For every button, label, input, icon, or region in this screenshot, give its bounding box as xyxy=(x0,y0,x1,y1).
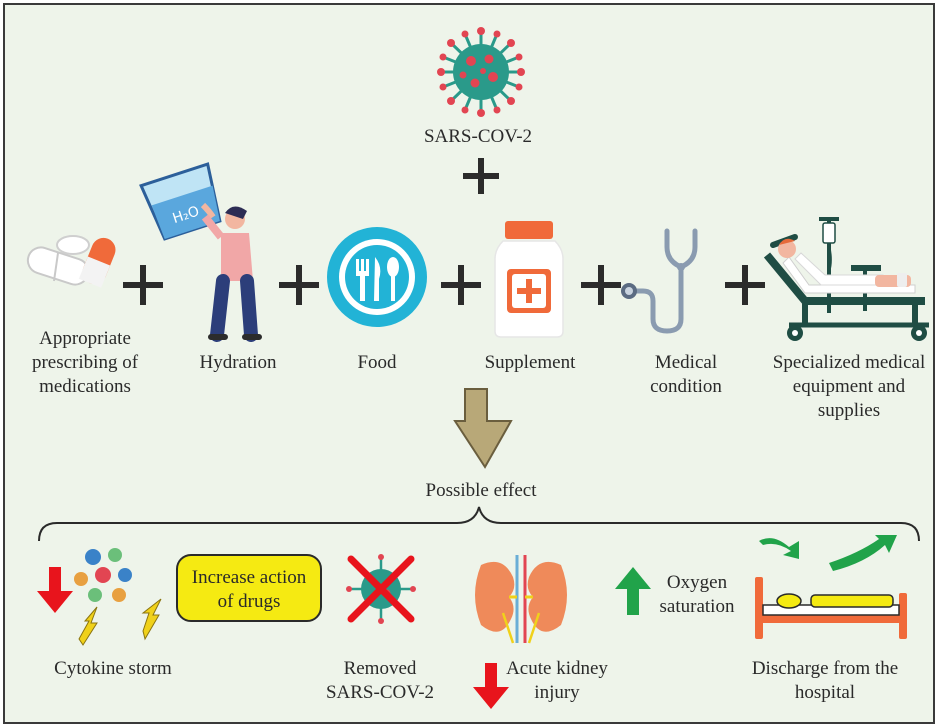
plus-icon xyxy=(463,158,499,194)
curly-brace xyxy=(38,506,920,542)
plus-icon xyxy=(441,265,481,305)
plate-cutlery-icon xyxy=(327,227,427,327)
medications-label: Appropriate prescribing of medications xyxy=(31,328,139,397)
cytokine-molecules-icon xyxy=(74,548,162,646)
hydration-label: Hydration xyxy=(199,352,277,373)
decrease-arrow-icon xyxy=(37,567,73,613)
virus-label: SARS-COV-2 xyxy=(423,126,533,147)
supplement-bottle-icon xyxy=(494,221,564,338)
kidney-injury-label: Acute kidney injury xyxy=(506,658,608,703)
hospital-bed-patient-icon xyxy=(763,217,929,341)
stethoscope-icon xyxy=(621,228,698,334)
cytokine-storm-label: Cytokine storm xyxy=(54,658,172,679)
supplement-label: Supplement xyxy=(484,352,576,373)
decrease-arrow-icon xyxy=(473,663,509,709)
plus-icon xyxy=(581,265,621,305)
h2o-glass-label: H₂O xyxy=(171,203,202,227)
diagram-canvas: SARS-COV-2 Appropriate prescribing of me… xyxy=(3,3,935,724)
kidneys-icon xyxy=(475,555,567,644)
discharge-bed-icon xyxy=(755,535,907,639)
pills-icon xyxy=(26,235,116,288)
discharge-label: Discharge from the hospital xyxy=(751,658,899,703)
medical-condition-label: Medical condition xyxy=(650,352,722,397)
removed-virus-icon xyxy=(346,554,416,624)
big-down-arrow-icon xyxy=(453,388,513,469)
person-drinking-water-icon: H₂O xyxy=(139,162,262,342)
oxygen-saturation-label: Oxygen saturation xyxy=(659,572,735,617)
sars-cov-2-virus-icon xyxy=(437,27,525,117)
equipment-label: Specialized medical equipment and suppli… xyxy=(772,352,926,421)
increase-action-line2: of drugs xyxy=(218,591,281,612)
increase-action-of-drugs-pill: Increase action of drugs xyxy=(176,554,322,622)
increase-arrow-icon xyxy=(615,567,651,615)
plus-icon xyxy=(279,265,319,305)
food-label: Food xyxy=(357,352,397,373)
increase-action-line1: Increase action xyxy=(192,567,307,588)
removed-virus-label: Removed SARS-COV-2 xyxy=(325,658,435,703)
plus-icon xyxy=(725,265,765,305)
plus-icon xyxy=(123,265,163,305)
possible-effect-label: Possible effect xyxy=(425,480,537,501)
